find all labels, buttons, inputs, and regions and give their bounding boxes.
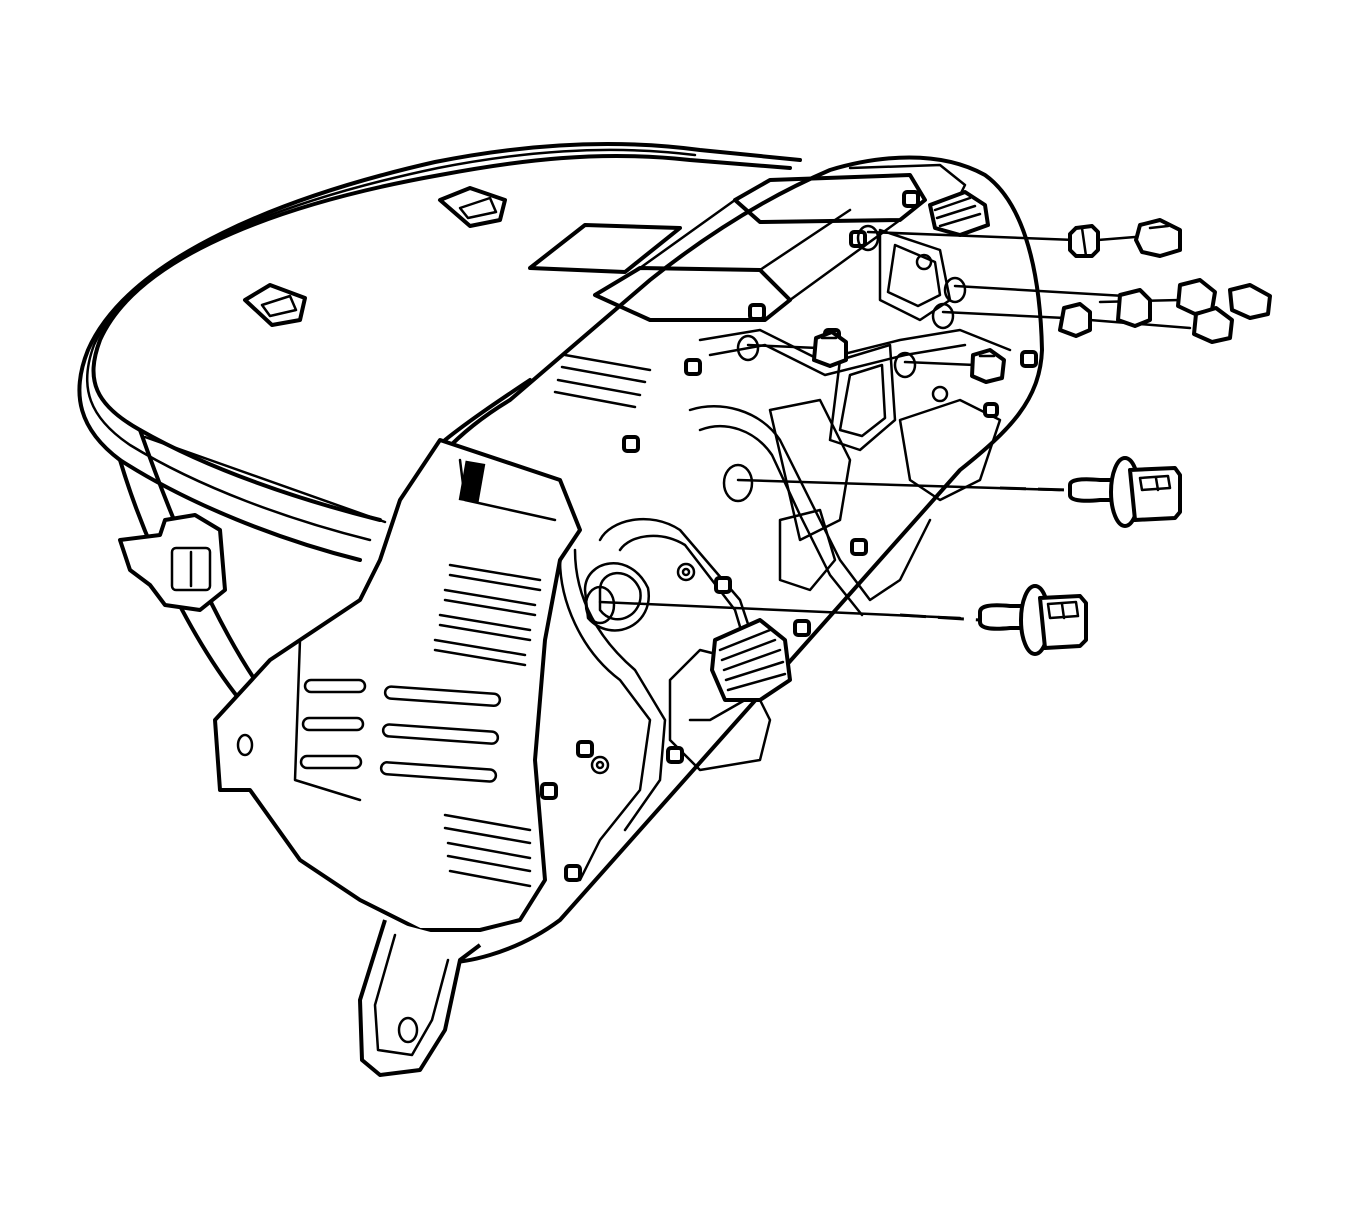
vent-slots-top xyxy=(553,353,652,409)
bulb-socket-top-2 xyxy=(1134,218,1182,258)
lower-mounting-tab xyxy=(358,919,482,1077)
circuit-board xyxy=(558,228,1012,882)
top-label-plate xyxy=(528,223,682,274)
front-vent-cover xyxy=(213,438,582,932)
bulb-socket-large-lower xyxy=(978,584,1088,656)
bezel-clip-left xyxy=(243,283,307,327)
board-bosses xyxy=(540,190,1038,882)
bulb-socket-top-3 xyxy=(1116,278,1272,328)
bulb-socket-mid-2 xyxy=(970,348,1006,384)
bulb-socket-mid-1 xyxy=(812,330,848,368)
bulb-socket-top-1 xyxy=(1068,224,1100,258)
vent-slots-upper xyxy=(433,563,542,667)
leader-lines xyxy=(598,230,1192,622)
vent-slots-middle xyxy=(299,678,502,783)
bulb-socket-top-4 xyxy=(1058,302,1234,344)
vent-slots-lower xyxy=(443,813,532,888)
bulb-socket-large-upper xyxy=(1068,456,1182,528)
bulb-holes xyxy=(584,224,967,625)
cluster-housing xyxy=(398,155,1044,965)
connector-spring-lower xyxy=(710,618,792,702)
connector-spring-upper xyxy=(928,190,990,237)
bezel-side-clip xyxy=(118,513,227,612)
bezel-clip-right xyxy=(438,186,507,228)
